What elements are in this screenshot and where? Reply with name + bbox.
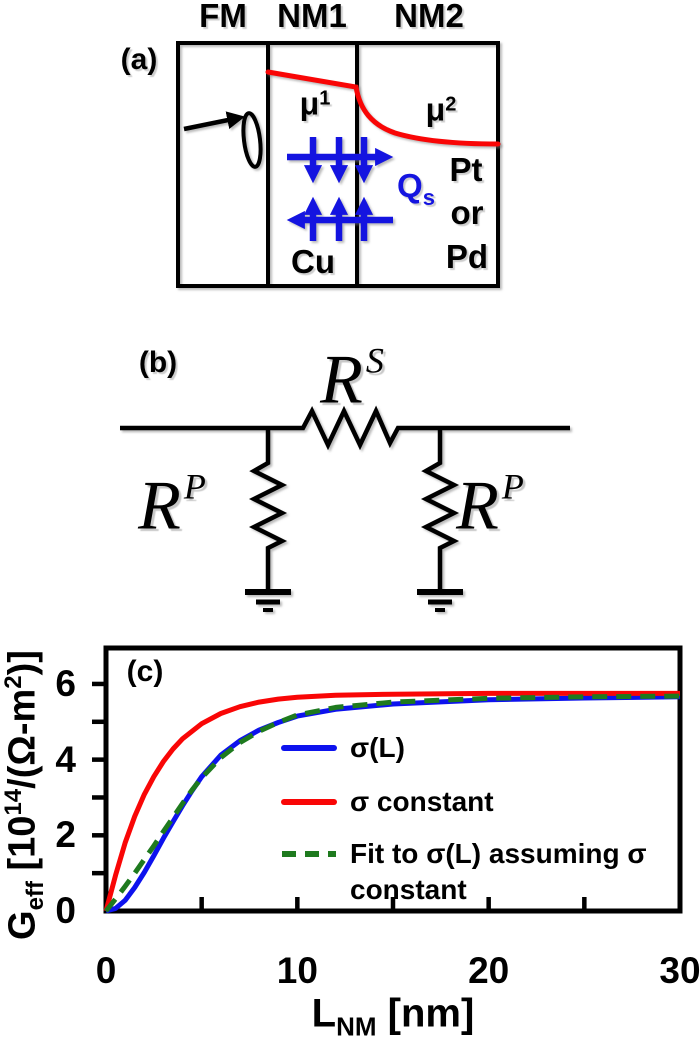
x-tick-label: 30 (659, 950, 700, 991)
rs-symbol: R (320, 341, 363, 419)
nm2-material-or: or (450, 194, 484, 231)
series-resistance-label: RS (320, 340, 384, 421)
ylabel-close-bracket: )] (1, 650, 44, 676)
panel-b-letter: (b) (138, 346, 178, 379)
rp-symbol: R (138, 467, 181, 545)
y-axis-label: Geff [1014/(Ω-m2)] (0, 650, 50, 940)
ylabel-eff-subscript: eff (22, 881, 50, 911)
left-shunt-resistance-label: RP (138, 466, 206, 547)
chart-canvas (92, 645, 683, 914)
nm2-material-pt: Pt (449, 151, 483, 188)
curve-0 (105, 694, 681, 914)
curve-2 (104, 693, 681, 913)
magnetization-precession (183, 111, 263, 169)
legend-fit-line1: Fit to σ(L) assuming σ (350, 838, 647, 869)
rs-superscript: S (365, 340, 384, 381)
mu2-symbol: μ (425, 91, 446, 128)
legend-row-sigma-l: σ(L) (280, 730, 405, 766)
qs-subscript: s (422, 184, 435, 210)
left-shunt-resistor-wire (248, 428, 288, 592)
y-tick-label: 0 (55, 890, 76, 931)
xlabel-units: [nm] (376, 991, 475, 1036)
nm1-header: NM1 (277, 0, 347, 34)
ylabel-bracket: [10 (1, 815, 44, 882)
legend-row-sigma-constant: σ constant (280, 784, 494, 820)
panel-c-letter: (c) (126, 655, 164, 688)
layer-boxes (176, 41, 500, 288)
panel-b-circuit: (b) RS RP RP (0, 330, 700, 630)
plot-border (103, 645, 683, 914)
legend-label-sigma-l: σ(L) (350, 732, 405, 763)
rp-superscript: P (501, 466, 524, 507)
qs-symbol: Q (397, 167, 423, 205)
fm-header: FM (199, 0, 247, 34)
right-shunt-resistance-label: RP (456, 466, 524, 547)
ylabel-units: /(Ω-m (1, 688, 44, 789)
xlabel-l: L (311, 991, 337, 1036)
spin-current-arrows (286, 137, 394, 241)
nm2-material-pd: Pd (445, 238, 489, 275)
nm2-header: NM2 (394, 0, 464, 34)
rp-symbol: R (456, 467, 499, 545)
curve-1 (103, 690, 680, 912)
mu1-label: μ1 (300, 86, 331, 123)
magnetization-arrow (183, 111, 246, 132)
x-tick-label: 0 (95, 950, 117, 991)
series-resistor-wire (120, 405, 570, 451)
xlabel-nm-subscript: NM (336, 1011, 377, 1042)
chemical-potential-curve (265, 69, 501, 147)
mu1-superscript: 1 (319, 87, 331, 110)
panel-c-plot: (c) Geff [1014/(Ω-m2)] LNM [nm] σ(L) σ c… (0, 630, 700, 1042)
panel-a-drawing (176, 41, 501, 288)
nm1-material-label: Cu (291, 243, 335, 280)
x-tick-label: 20 (468, 950, 510, 991)
legend-sample-sigma-l (281, 745, 337, 751)
y-tick-label: 2 (55, 814, 76, 856)
ylabel-exponent: 14 (0, 788, 27, 816)
mu2-label: μ2 (426, 92, 457, 129)
legend-label-sigma-constant: σ constant (350, 786, 494, 817)
spin-accumulation-label: Qs (397, 167, 435, 211)
y-tick-label: 4 (55, 738, 76, 780)
panel-a-schematic: (a) FM NM1 NM2 μ1 μ2 Qs Cu Pt or Pd (0, 0, 700, 315)
y-tick-label: 6 (55, 662, 76, 704)
circuit-drawing (120, 405, 570, 612)
legend-row-fit: Fit to σ(L) assuming σ constant (280, 836, 647, 908)
ground-symbols (245, 589, 463, 612)
mu2-superscript: 2 (445, 93, 457, 116)
x-axis-label: LNM [nm] (312, 992, 475, 1043)
ylabel-m-exponent: 2 (0, 675, 27, 689)
legend-sample-sigma-constant (281, 799, 337, 805)
legend-sample-fit (282, 851, 336, 857)
nm2-layer-box (355, 41, 500, 288)
circuit-wires (120, 405, 570, 592)
legend-label-fit: Fit to σ(L) assuming σ constant (350, 836, 647, 908)
rp-superscript: P (183, 466, 206, 507)
panel-a-letter: (a) (120, 43, 158, 76)
x-tick-label: 10 (276, 950, 318, 991)
fm-layer-box (176, 41, 270, 288)
ylabel-g: G (1, 910, 44, 940)
right-shunt-resistor-wire (420, 428, 460, 592)
mu1-symbol: μ (299, 85, 320, 122)
precession-ellipse (241, 111, 263, 169)
legend-fit-line2: constant (350, 874, 467, 905)
